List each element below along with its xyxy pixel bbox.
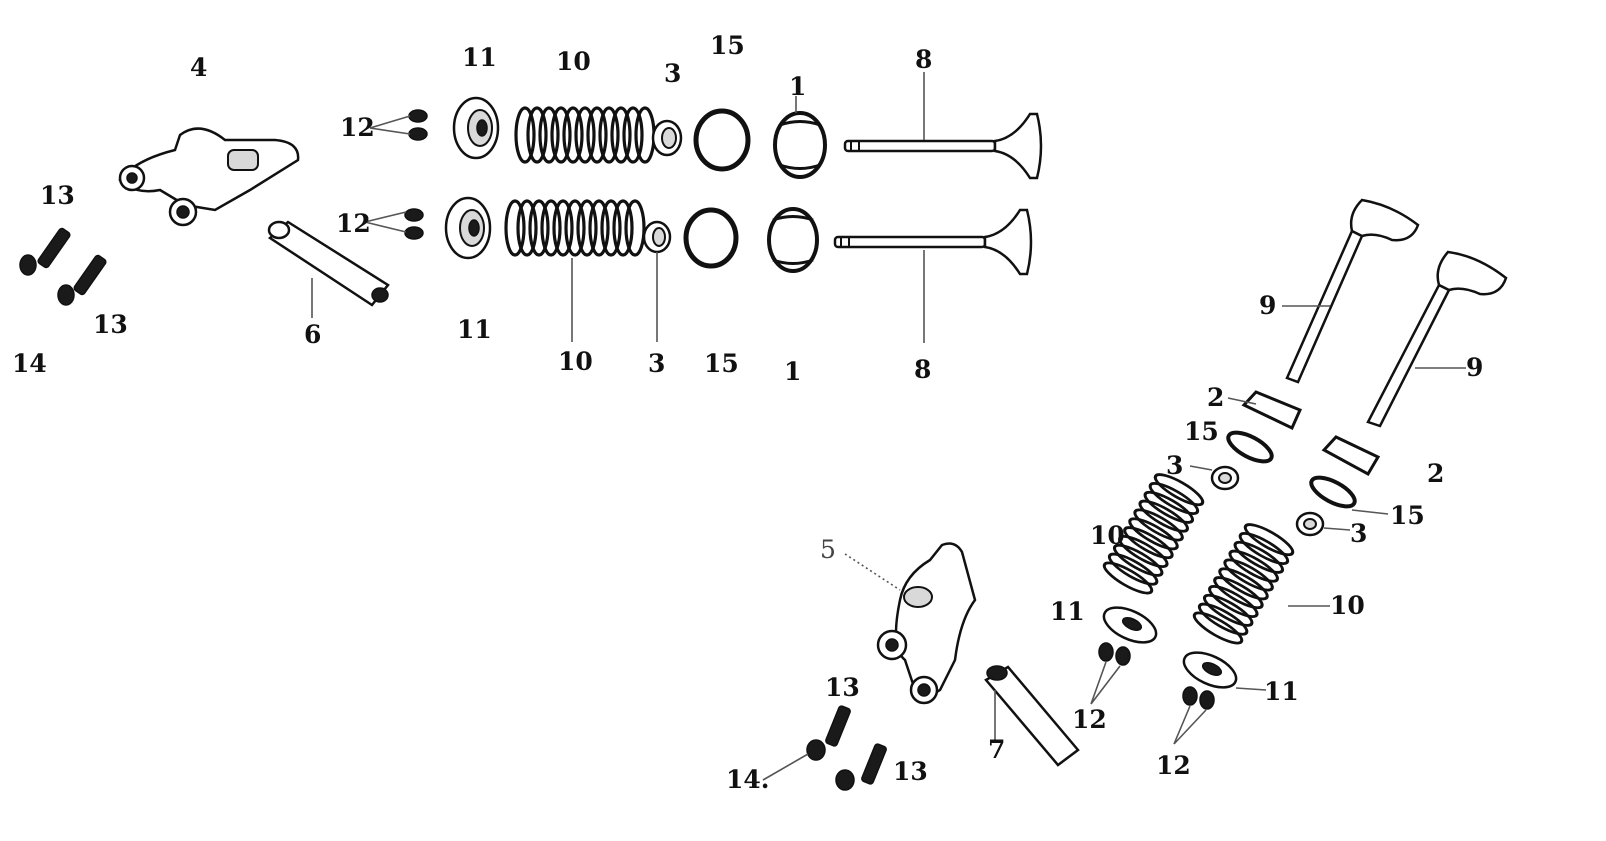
label-3-r2: 3 (1350, 519, 1367, 548)
label-1-bot: 1 (784, 357, 801, 386)
label-9-a: 9 (1259, 291, 1276, 320)
label-5: 5 (820, 535, 836, 564)
label-15-r2: 15 (1390, 501, 1425, 530)
label-11-bot: 11 (457, 315, 492, 344)
washer-15-left (1226, 430, 1274, 464)
spring-10-mid (504, 199, 646, 257)
retainer-11-mid (444, 196, 492, 260)
rocker-arm-exhaust (876, 542, 977, 705)
seal-3-left (1210, 465, 1240, 491)
valve-9-left (1285, 198, 1420, 384)
rocker-arm-intake (118, 127, 300, 227)
label-8-top: 8 (915, 45, 932, 74)
label-10-r1: 10 (1090, 521, 1125, 550)
retainer-11-left (1102, 606, 1158, 644)
washer-15-right (1309, 475, 1357, 509)
spring-10-top (514, 106, 656, 164)
label-9-b: 9 (1466, 353, 1483, 382)
guide-1-mid (767, 207, 819, 273)
label-13-a: 13 (40, 181, 75, 210)
adjuster-screws-13-right (825, 705, 887, 785)
valve-9-right (1366, 250, 1508, 428)
retainer-11-top (452, 96, 500, 160)
retainer-11-right (1182, 651, 1238, 689)
label-2-a: 2 (1207, 383, 1224, 412)
seal-3-mid (642, 220, 672, 254)
label-4: 4 (190, 53, 207, 82)
label-12-r1: 12 (1072, 705, 1107, 734)
label-15-r1: 15 (1184, 417, 1219, 446)
washer-15-top (693, 108, 751, 172)
label-11-r1: 11 (1050, 597, 1085, 626)
cotters-12-left (1098, 642, 1131, 666)
label-3-bot: 3 (648, 349, 665, 378)
label-13-r2: 13 (893, 757, 928, 786)
label-14-a: 14 (12, 349, 47, 378)
label-3-r1: 3 (1166, 451, 1183, 480)
rocker-shaft-6 (267, 220, 390, 307)
washer-15-mid (683, 207, 739, 269)
label-3-top: 3 (664, 59, 681, 88)
label-15-top: 15 (710, 31, 745, 60)
valve-8-mid (833, 208, 1033, 276)
label-12-b: 12 (336, 209, 371, 238)
label-13-b: 13 (93, 310, 128, 339)
label-1-top: 1 (789, 72, 806, 101)
label-11-r2: 11 (1264, 677, 1299, 706)
label-2-b: 2 (1427, 459, 1444, 488)
label-8-bot: 8 (914, 355, 931, 384)
cotters-12-top (408, 109, 428, 141)
label-11-top: 11 (462, 43, 497, 72)
label-12-r2: 12 (1156, 751, 1191, 780)
rocker-shaft-7 (984, 665, 1080, 767)
label-10-bot: 10 (558, 347, 593, 376)
guide-2-left (1241, 390, 1302, 431)
spring-10-right (1189, 517, 1298, 650)
seal-3-right (1295, 511, 1325, 537)
label-12-a: 12 (340, 113, 375, 142)
label-7: 7 (988, 735, 1005, 764)
cotters-12-mid (404, 208, 424, 240)
valve-8-top (843, 112, 1043, 180)
guide-1-top (773, 111, 827, 179)
seal-3-top (651, 119, 683, 157)
label-15-bot: 15 (704, 349, 739, 378)
label-13-r1: 13 (825, 673, 860, 702)
cotters-12-right (1182, 686, 1215, 710)
label-14-b: 14. (726, 765, 770, 794)
label-10-top: 10 (556, 47, 591, 76)
lock-nuts-14-left (19, 254, 75, 306)
label-6: 6 (304, 320, 321, 349)
label-10-r2: 10 (1330, 591, 1365, 620)
guide-2-right (1321, 435, 1381, 477)
lock-nuts-14-right (806, 739, 855, 791)
adjuster-screws-13-left (37, 227, 107, 296)
